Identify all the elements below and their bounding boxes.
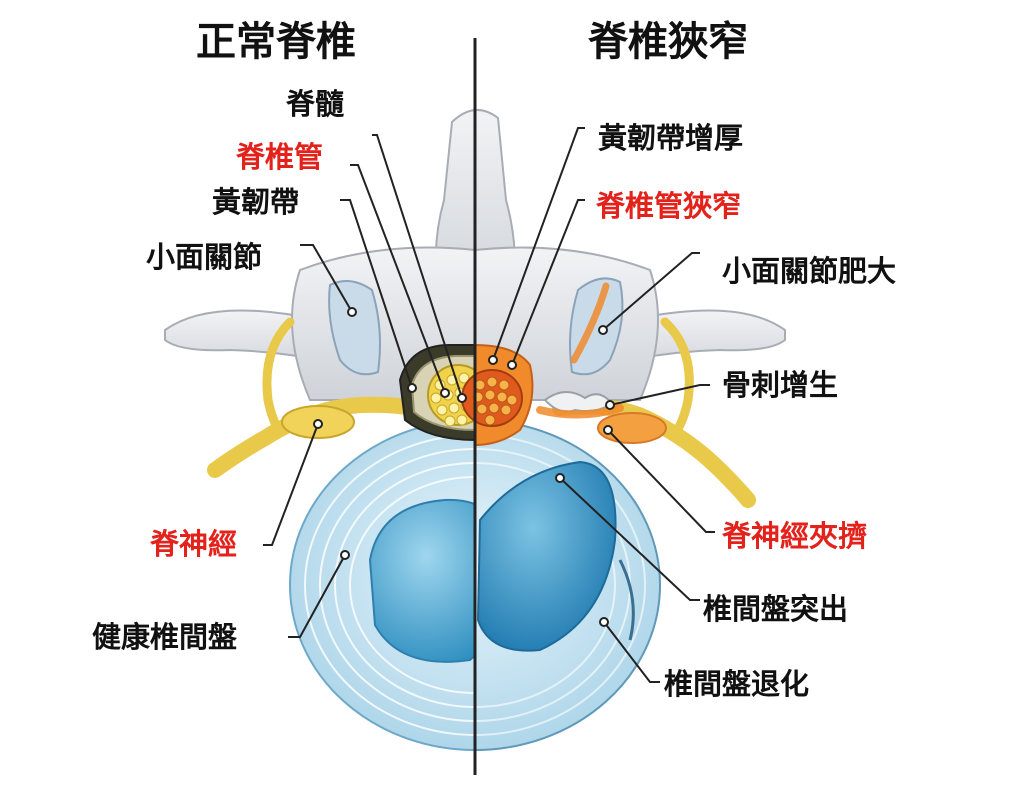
- facet-hypertrophy-inflammation: [570, 282, 610, 364]
- label-canal-narrowing: 脊椎管狹窄: [596, 189, 742, 223]
- label-nerve-compression: 脊神經夾擠: [722, 519, 868, 553]
- spinal-nerve-left-branch: [262, 317, 295, 437]
- healthy-nucleus: [368, 498, 475, 663]
- leader-lines-right: [492, 127, 715, 683]
- herniated-nucleus: [476, 460, 617, 652]
- label-spinal-cord: 脊髓: [286, 87, 345, 121]
- leader-dots-left: [313, 307, 467, 560]
- spinal-nerve-right-branch: [660, 317, 694, 437]
- label-bone-spur: 骨刺增生: [722, 368, 839, 402]
- label-disc-degeneration: 椎間盤退化: [664, 667, 810, 701]
- label-ligamentum-flavum: 黃韌帶: [212, 185, 300, 219]
- nerve-ganglion-right: [597, 412, 667, 444]
- degeneration-crack: [618, 559, 635, 641]
- leader-lines-left: [263, 134, 463, 638]
- label-spinal-nerve: 脊神經: [150, 527, 238, 561]
- facet-joint-left-shape: [328, 280, 381, 376]
- label-facet-hypertrophy: 小面關節肥大: [722, 254, 897, 288]
- label-healthy-disc: 健康椎間盤: [92, 620, 238, 654]
- leader-dots-right: [488, 325, 615, 627]
- title-spinal-stenosis: 脊椎狹窄: [588, 19, 748, 65]
- label-facet-joint: 小面關節: [146, 240, 263, 274]
- label-disc-herniation: 椎間盤突出: [703, 592, 849, 626]
- bone-spur-inflammation: [536, 404, 624, 419]
- title-normal-spine: 正常脊椎: [196, 19, 356, 65]
- label-ligament-thickening: 黃韌帶增厚: [598, 121, 744, 155]
- label-spinal-canal: 脊椎管: [236, 140, 324, 174]
